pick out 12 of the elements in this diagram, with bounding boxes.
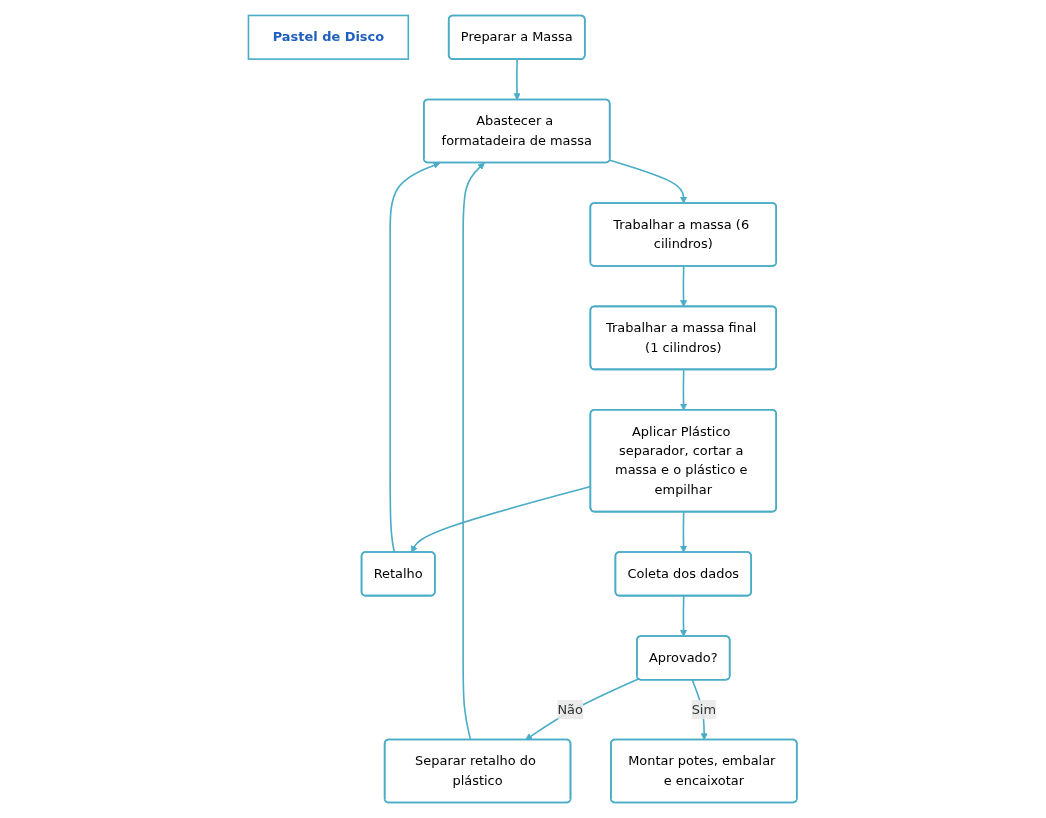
arrow: [680, 511, 688, 553]
arrow: [462, 162, 486, 741]
arrow: [680, 595, 688, 637]
arrow: [389, 162, 441, 554]
arrow: [680, 265, 688, 308]
arrow: [680, 369, 688, 411]
arrow: [525, 678, 640, 741]
arrow: [609, 159, 688, 204]
node-box: Pastel de Disco: [248, 14, 410, 60]
edge-label: Não: [557, 701, 584, 717]
arrow: [513, 58, 521, 101]
edge-label: Sim: [692, 701, 717, 717]
